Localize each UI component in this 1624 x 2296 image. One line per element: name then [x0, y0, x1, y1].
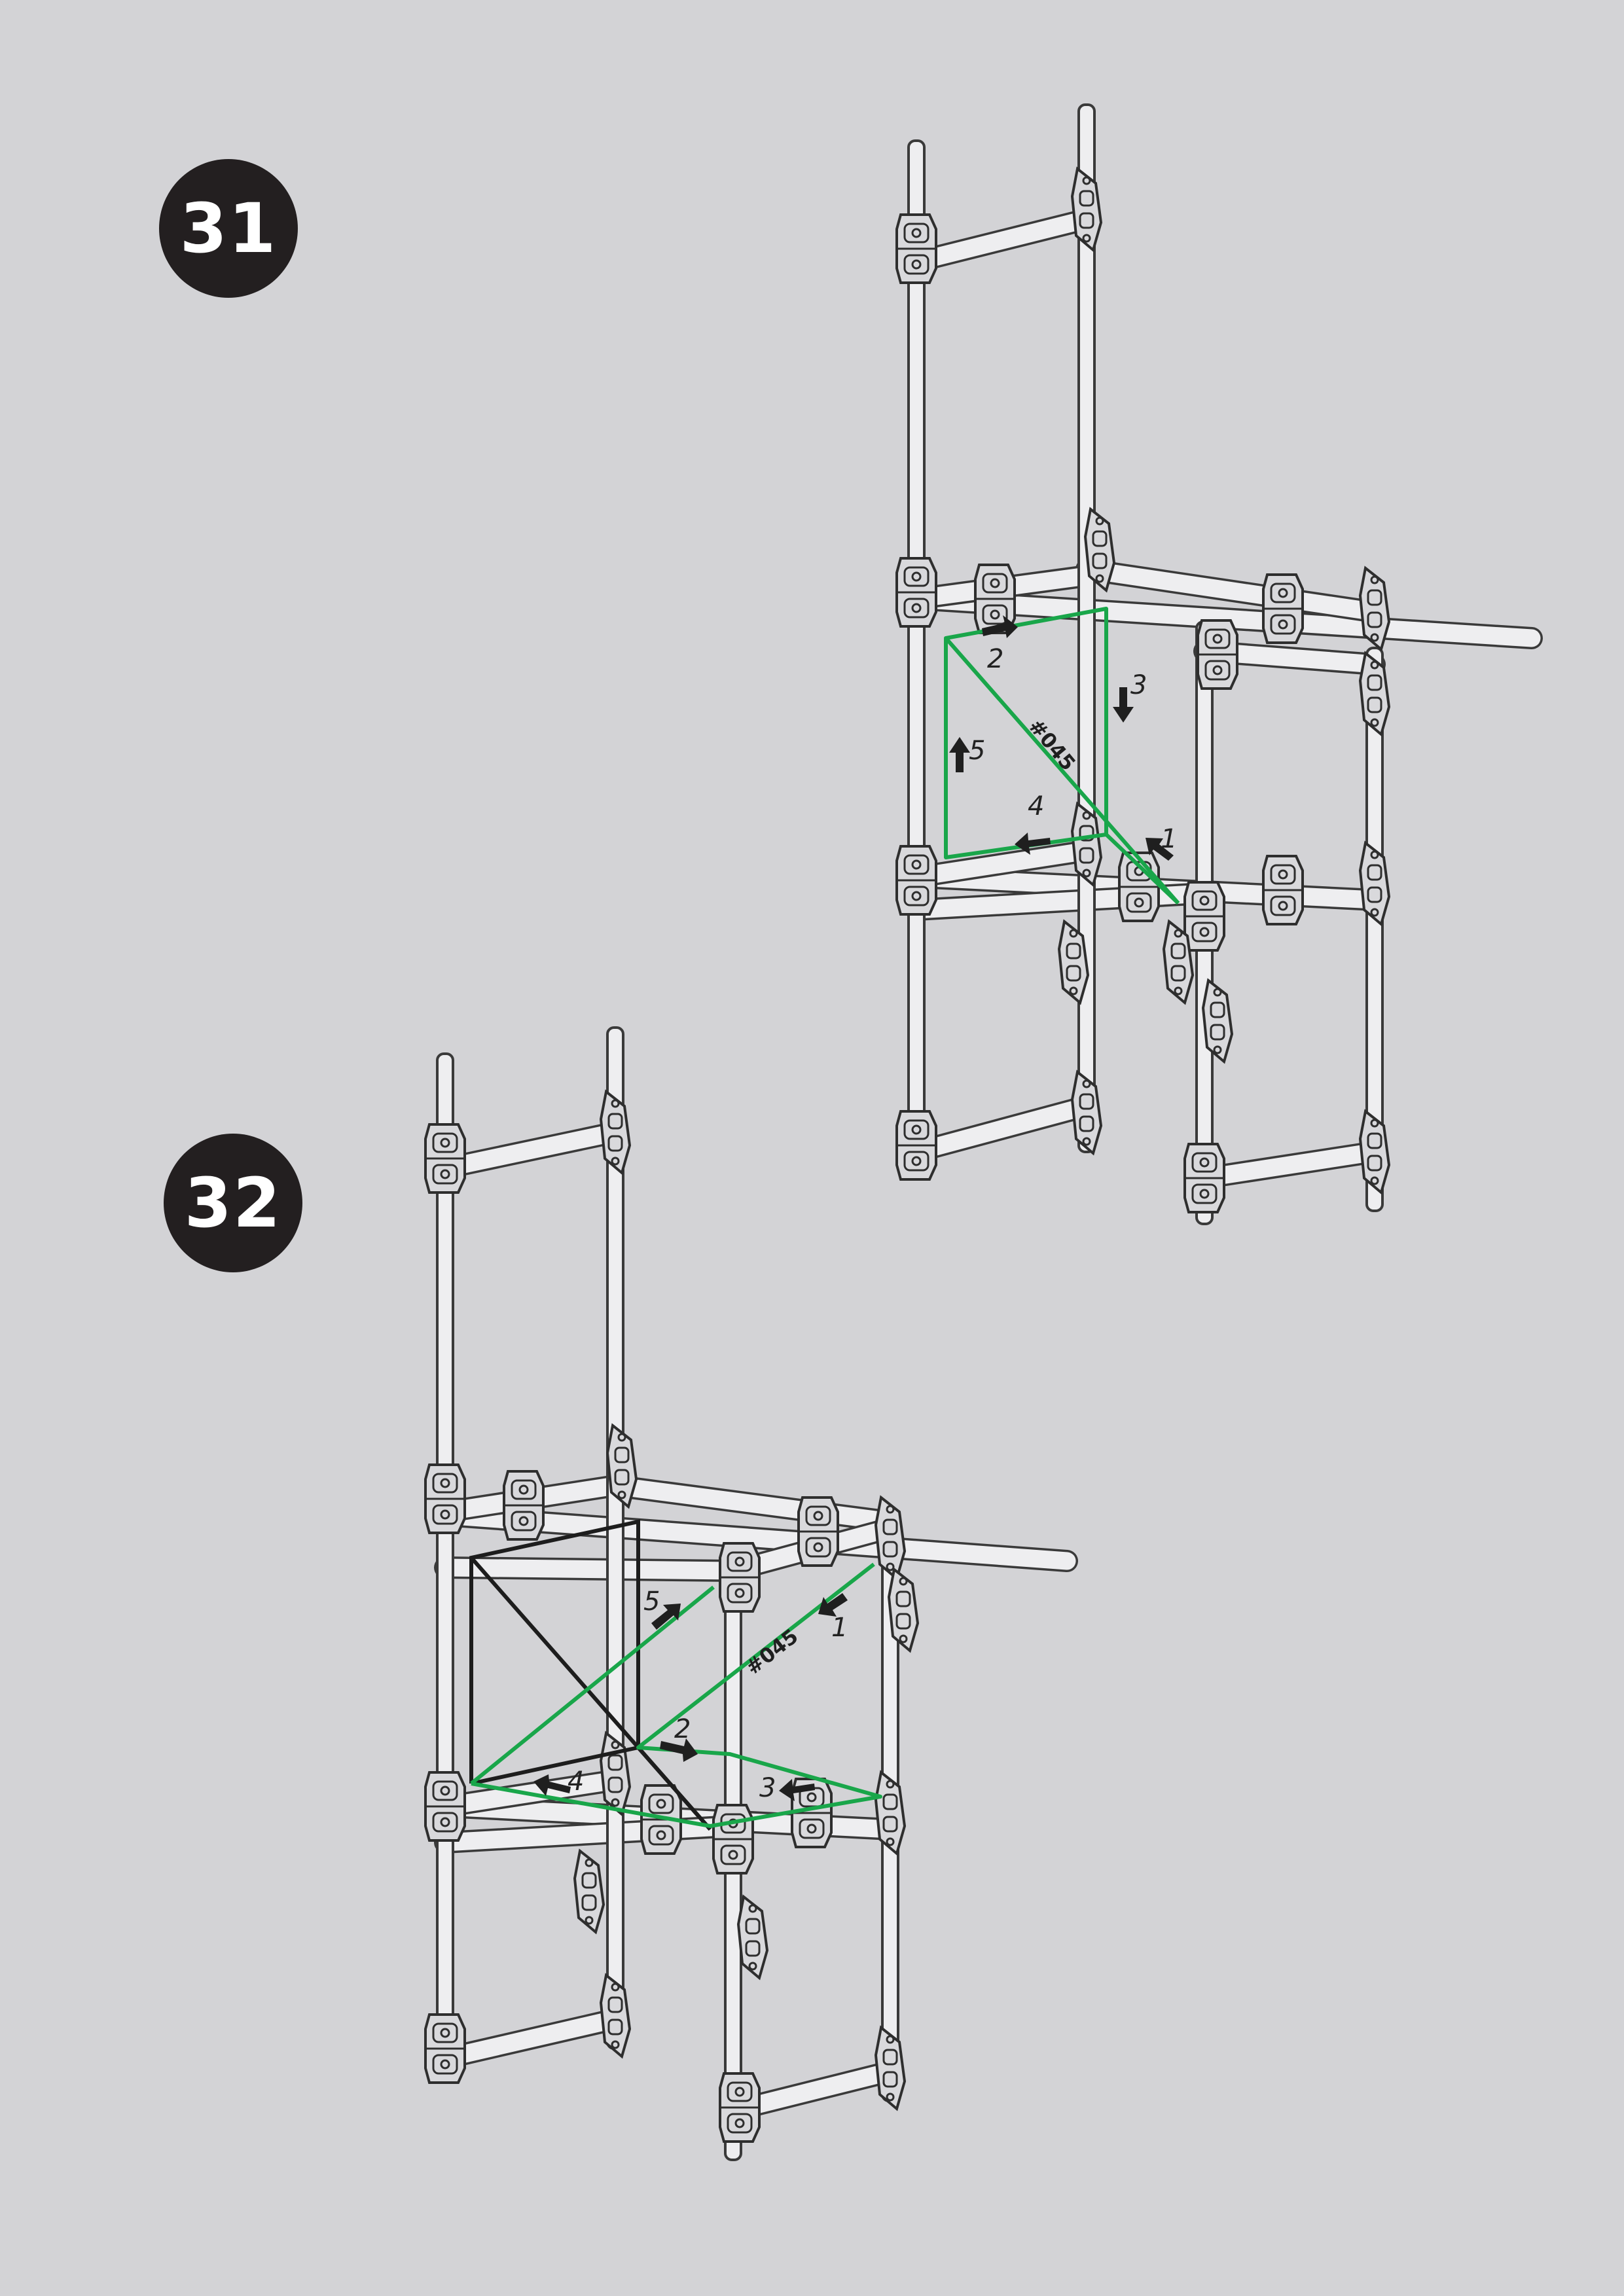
- step-32-poles: [436, 1026, 899, 2161]
- step-32-badge: 32: [164, 1134, 302, 1272]
- step-32-rope: [470, 1562, 882, 1828]
- step-32-label-3: 3: [759, 1773, 776, 1803]
- step-31-label-4: 4: [1028, 791, 1044, 821]
- step-32-part-label: #045: [742, 1624, 803, 1679]
- step-32-label-2: 2: [674, 1714, 691, 1744]
- step-32-label-5: 5: [643, 1587, 660, 1617]
- step-32-previous-rope: [469, 1519, 712, 1831]
- step-31-label-2: 2: [987, 644, 1003, 674]
- step-32-label-1: 1: [831, 1613, 848, 1643]
- step-31-label-5: 5: [969, 736, 985, 766]
- step-32-frame: 2 3 4 5 1 #045: [424, 1026, 1078, 2161]
- step-31-label-1: 1: [1161, 824, 1177, 854]
- step-32-label-4: 4: [568, 1767, 584, 1797]
- arrow-icon: [533, 1593, 848, 1801]
- arrow-icon: [949, 615, 1174, 861]
- step-31-frame: 2 3 4 5 1 #045: [895, 103, 1543, 1225]
- step-31-part-label: #045: [1024, 715, 1080, 776]
- step-31-label-3: 3: [1130, 670, 1147, 700]
- step-31-badge: 31: [159, 159, 298, 298]
- step-31-rope: [944, 607, 1180, 905]
